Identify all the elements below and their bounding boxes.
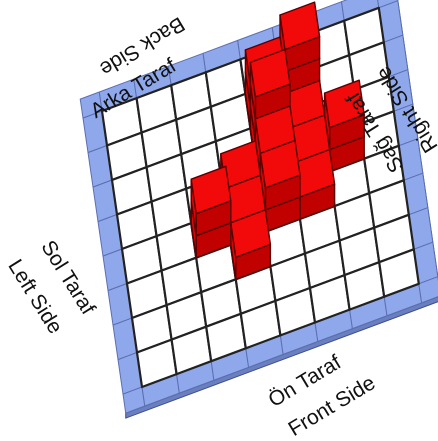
red-cube (323, 79, 365, 151)
cube-top-face (190, 165, 232, 215)
red-cube (190, 165, 232, 237)
cube-top-face (323, 79, 365, 129)
cube-top-face (259, 139, 301, 189)
cube-build-board (79, 0, 438, 419)
cube-top-face (230, 209, 272, 258)
board-base (79, 0, 438, 419)
cube-stack (190, 1, 365, 280)
red-cube (294, 148, 336, 220)
red-cube (259, 139, 301, 211)
border-tile (418, 276, 438, 304)
red-cube (249, 48, 291, 120)
grid-cell (378, 248, 420, 298)
red-cube (230, 209, 272, 280)
cube-top-face (249, 48, 291, 98)
cube-top-face (279, 1, 321, 51)
